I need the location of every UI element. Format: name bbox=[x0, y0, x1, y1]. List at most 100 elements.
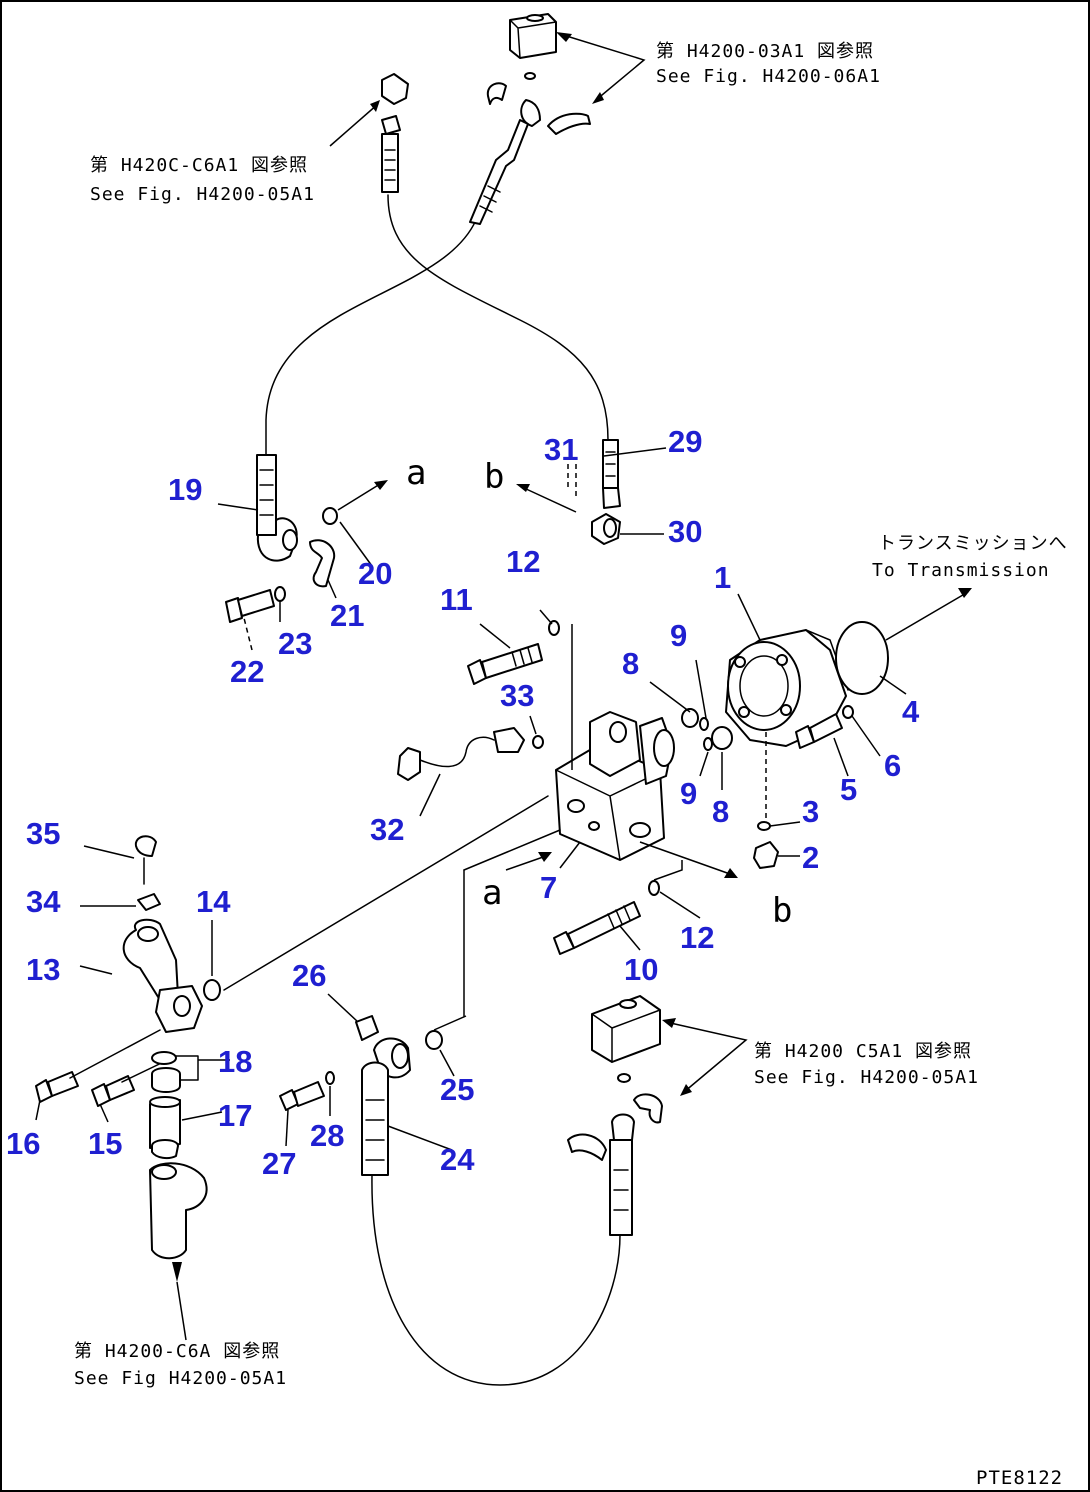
part-number-32: 32 bbox=[370, 812, 404, 847]
ref-bottom-right-en: See Fig. H4200-05A1 bbox=[754, 1067, 979, 1088]
part-number-19: 19 bbox=[168, 472, 202, 507]
elbow-flange bbox=[520, 99, 541, 127]
part-number-30: 30 bbox=[668, 514, 702, 549]
part-number-15: 15 bbox=[88, 1126, 122, 1161]
elbow-bottom-right bbox=[611, 1113, 635, 1141]
gasket-4 bbox=[835, 621, 889, 695]
part-number-6: 6 bbox=[884, 748, 901, 783]
part-number-10: 10 bbox=[624, 952, 658, 987]
ref-bottom-right-jp: 第 H4200 C5A1 図参照 bbox=[754, 1041, 972, 1062]
split-flange-21 bbox=[309, 539, 336, 588]
split-flange-half-b bbox=[547, 112, 591, 135]
oring-9b bbox=[703, 737, 713, 751]
part-number-31: 31 bbox=[544, 432, 578, 467]
part-number-35: 35 bbox=[26, 816, 60, 851]
valve-7-solenoid bbox=[589, 711, 641, 777]
part-number-8b: 8 bbox=[712, 794, 729, 829]
bolt-10-shank bbox=[567, 901, 641, 949]
hose-end-bottom-right bbox=[609, 1139, 633, 1236]
cap-35 bbox=[134, 835, 157, 857]
part-number-34: 34 bbox=[26, 884, 61, 919]
oring-18 bbox=[151, 1051, 177, 1065]
part-number-21: 21 bbox=[330, 598, 364, 633]
part-number-3: 3 bbox=[802, 794, 819, 829]
part-number-9a: 9 bbox=[670, 618, 687, 653]
pump-1 bbox=[725, 629, 849, 747]
bolt-15-shank bbox=[105, 1075, 135, 1101]
part-number-27: 27 bbox=[262, 1146, 296, 1181]
nut-29 bbox=[602, 487, 621, 509]
split-flange-bottom bbox=[567, 1133, 607, 1161]
letter-b-lower: b bbox=[772, 891, 792, 931]
ref-bottom-left-jp: 第 H4200-C6A 図参照 bbox=[74, 1341, 280, 1362]
oring-3 bbox=[757, 821, 771, 831]
hose-top-right-to-19 bbox=[265, 219, 477, 456]
oring-top bbox=[524, 72, 536, 80]
oring-14 bbox=[203, 979, 221, 1001]
part-number-24: 24 bbox=[440, 1142, 475, 1177]
part-number-20: 20 bbox=[358, 556, 392, 591]
number-leaders bbox=[35, 447, 907, 1151]
clip-34 bbox=[137, 893, 161, 911]
ref-top-left-en: See Fig. H4200-05A1 bbox=[90, 184, 315, 205]
top-left-fitting bbox=[329, 73, 409, 193]
part-number-2: 2 bbox=[802, 840, 819, 875]
ref-bottom-left-en: See Fig H4200-05A1 bbox=[74, 1368, 287, 1389]
part-number-8a: 8 bbox=[622, 646, 639, 681]
part-number-12a: 12 bbox=[506, 544, 540, 579]
wire-32 bbox=[419, 736, 495, 768]
clamp-18 bbox=[151, 1067, 181, 1093]
washer-12b bbox=[648, 880, 660, 896]
part-number-1: 1 bbox=[714, 560, 731, 595]
ref-top-right-en: See Fig. H4200-06A1 bbox=[656, 66, 881, 87]
part-number-25: 25 bbox=[440, 1072, 474, 1107]
hose-end-19-body bbox=[256, 454, 277, 536]
drawing-code: PTE8122 bbox=[976, 1467, 1063, 1489]
ref-transmission-en: To Transmission bbox=[872, 560, 1050, 581]
flange-bottom-right bbox=[633, 1093, 663, 1124]
plug-2 bbox=[753, 841, 779, 869]
split-flange-half-a bbox=[486, 82, 507, 105]
part-number-29: 29 bbox=[668, 424, 702, 459]
part-number-9b: 9 bbox=[680, 776, 697, 811]
oring-25 bbox=[425, 1030, 443, 1050]
tube-valve-to-14 bbox=[223, 795, 549, 991]
connector-32 bbox=[397, 747, 421, 781]
clamp-17b bbox=[151, 1139, 179, 1160]
oring-bottom-right bbox=[617, 1073, 631, 1083]
valve-7 bbox=[555, 711, 675, 861]
part-number-12b: 12 bbox=[680, 920, 714, 955]
washer-28 bbox=[325, 1071, 335, 1085]
oring-33 bbox=[532, 735, 544, 749]
oring-20 bbox=[322, 507, 338, 525]
part-number-33: 33 bbox=[500, 678, 534, 713]
hose-end-24 bbox=[361, 1061, 389, 1176]
fitting-knurl bbox=[479, 185, 501, 213]
washer-6 bbox=[842, 705, 854, 719]
block-body bbox=[509, 13, 557, 59]
bottom-right-block bbox=[591, 995, 661, 1063]
part-number-26: 26 bbox=[292, 958, 326, 993]
clip-26 bbox=[355, 1015, 379, 1041]
hose-bottom-left bbox=[149, 1162, 208, 1260]
washer-23 bbox=[274, 586, 286, 602]
bolt-11-shank bbox=[481, 643, 543, 679]
part-number-4: 4 bbox=[902, 694, 920, 729]
top-right-block bbox=[469, 13, 591, 225]
sensor-32 bbox=[493, 727, 525, 753]
letter-a-upper: a bbox=[406, 453, 426, 493]
block-edge bbox=[509, 19, 557, 59]
part-number-labels: 1 2 3 4 5 6 7 8 8 9 9 10 11 12 12 13 14 … bbox=[6, 424, 920, 1181]
top-right-leaders bbox=[556, 32, 646, 104]
letter-b-upper: b bbox=[484, 457, 504, 497]
hose-end-top-left bbox=[381, 133, 399, 193]
washer-12a bbox=[548, 620, 560, 636]
ref-transmission-jp: トランスミッションへ bbox=[878, 533, 1068, 554]
part-number-17: 17 bbox=[218, 1098, 252, 1133]
oring-8a bbox=[681, 708, 699, 728]
part-number-22: 22 bbox=[230, 654, 264, 689]
part-number-16: 16 bbox=[6, 1126, 40, 1161]
